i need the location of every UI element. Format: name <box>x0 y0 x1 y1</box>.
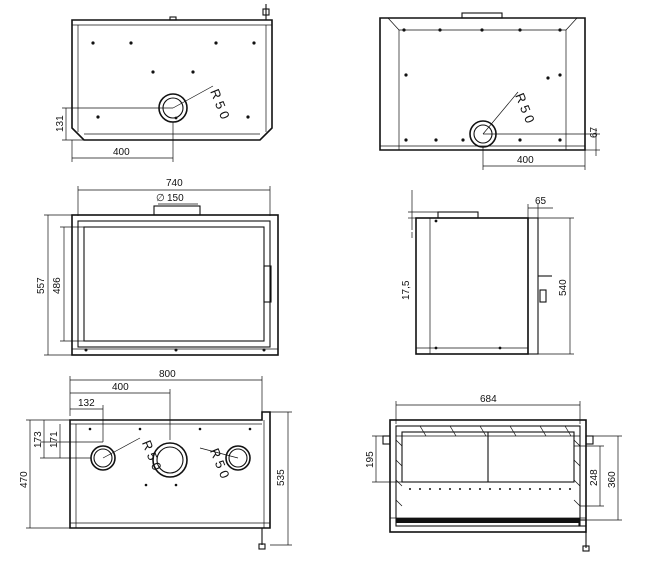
dim-684: 684 <box>480 394 497 405</box>
dim-540: 540 <box>558 279 569 296</box>
view-front-mid: 740 ∅ 150 557 486 <box>36 178 279 356</box>
view-section-bottom: 684 195 <box>365 394 622 552</box>
view-side-mid: 17,5 65 540 <box>401 190 574 355</box>
radius-label: R 5 0 <box>512 91 538 125</box>
dim-740: 740 <box>166 178 183 189</box>
view-rear-top: R 5 0 67 400 <box>379 12 600 170</box>
radius-label: R 5 0 <box>207 87 233 121</box>
view-front-top: R 5 0 131 400 <box>55 4 273 162</box>
dim-195: 195 <box>365 451 376 468</box>
view-top-bottom: 800 400 132 R 5 0 R 5 0 470 <box>19 369 292 550</box>
dim-800: 800 <box>159 369 176 380</box>
dim-248: 248 <box>589 469 600 486</box>
dim-150: 150 <box>167 193 184 204</box>
dim-132: 132 <box>78 398 95 409</box>
dim-470: 470 <box>19 471 30 488</box>
dim-400: 400 <box>113 147 130 158</box>
dim-173: 173 <box>33 431 44 448</box>
dim-67: 67 <box>589 126 600 138</box>
dim-131: 131 <box>55 115 66 132</box>
dim-486: 486 <box>52 277 63 294</box>
dim-65: 65 <box>535 196 547 207</box>
dim-171: 171 <box>49 431 60 448</box>
dim-400: 400 <box>517 155 534 166</box>
dim-400: 400 <box>112 382 129 393</box>
dim-535: 535 <box>276 469 287 486</box>
dim-17-5: 17,5 <box>401 280 412 300</box>
dim-360: 360 <box>607 471 618 488</box>
dim-557: 557 <box>36 277 47 294</box>
diameter-symbol: ∅ <box>156 193 165 204</box>
radius-label: R 5 0 <box>139 438 165 472</box>
